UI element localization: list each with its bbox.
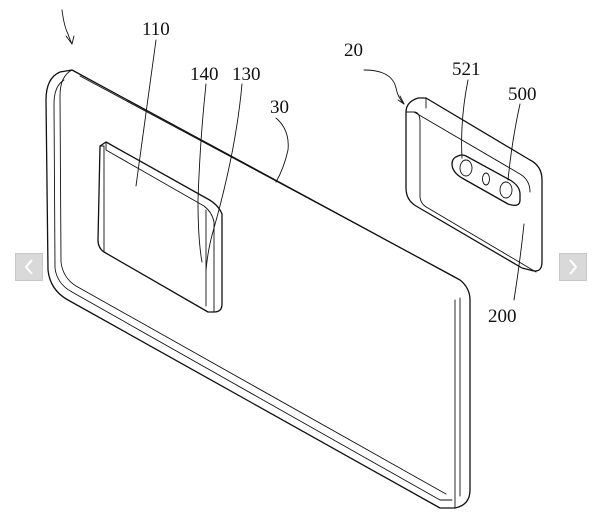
ref-label-521: 521 — [452, 59, 481, 80]
prev-image-button[interactable] — [15, 253, 43, 281]
device-body — [45, 69, 471, 509]
ref-label-30: 30 — [270, 97, 289, 118]
lens-module-200 — [405, 97, 543, 273]
next-image-button[interactable] — [559, 253, 587, 281]
chevron-right-icon — [569, 259, 578, 275]
ref-label-200: 200 — [488, 306, 517, 327]
ref-label-500: 500 — [508, 84, 537, 105]
ref-label-110: 110 — [142, 19, 170, 40]
ref-label-140: 140 — [190, 64, 219, 85]
ref-label-20: 20 — [344, 40, 363, 61]
leader-lines — [61, 9, 525, 301]
camera-module-110 — [97, 141, 223, 313]
ref-label-130: 130 — [232, 64, 261, 85]
chevron-left-icon — [24, 259, 33, 275]
